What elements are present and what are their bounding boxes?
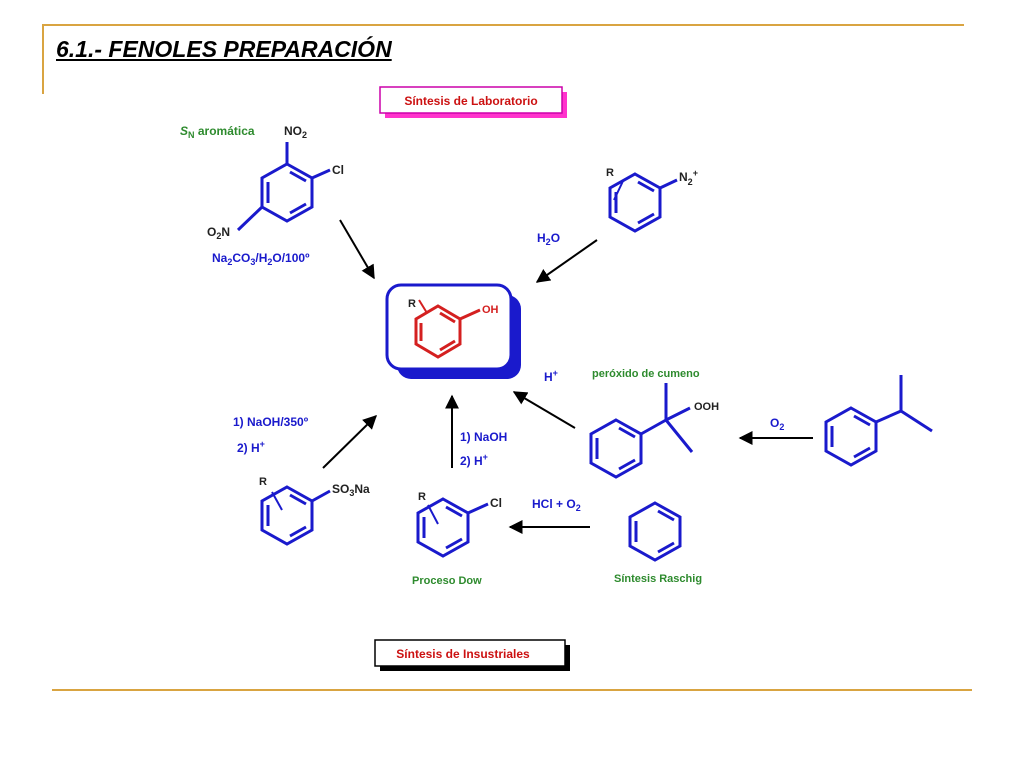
diazonium-route: R N2+ H2O xyxy=(535,167,698,283)
title-frame-left-line xyxy=(42,24,44,94)
snar-route: SN aromática NO2 Cl O2N Na2CO3/H2O/100º xyxy=(180,124,375,280)
dow-r-label: R xyxy=(418,491,426,503)
dow-route: 1) NaOH 2) H+ R Cl Proceso Dow HCl + O2 xyxy=(412,394,590,587)
peroxide-ooh-label: OOH xyxy=(694,401,719,413)
sulfonate-r-label: R xyxy=(259,476,267,488)
raschig-route: Síntesis Raschig xyxy=(614,501,702,585)
cumene-route: H+ peróxido de cumeno OOH O2 xyxy=(512,368,933,479)
lab-synthesis-box: Síntesis de Laboratorio xyxy=(379,86,567,118)
nitro-top-label: NO2 xyxy=(284,124,307,140)
diazonium-arrow xyxy=(535,239,598,283)
diazonium-n2-label: N2+ xyxy=(679,168,698,187)
diazonium-r-label: R xyxy=(606,167,614,179)
title-frame-top-line xyxy=(42,24,964,26)
dow-step1: 1) NaOH xyxy=(460,430,507,444)
snar-arrow xyxy=(339,219,375,280)
snar-title: SN aromática xyxy=(180,124,255,140)
phenol-r-label: R xyxy=(408,298,416,310)
lab-synthesis-label: Síntesis de Laboratorio xyxy=(404,94,537,108)
sulfonate-step2: 2) H+ xyxy=(237,439,265,455)
dow-reagent: HCl + O2 xyxy=(532,497,581,513)
slide-title: 6.1.- FENOLES PREPARACIÓN xyxy=(56,36,392,62)
industrial-synthesis-box: Síntesis de Insustriales xyxy=(374,639,570,671)
footer-line xyxy=(52,689,972,691)
phenol-product: R OH xyxy=(385,283,521,379)
snar-conditions: Na2CO3/H2O/100º xyxy=(212,251,310,267)
peroxide-label: peróxido de cumeno xyxy=(592,368,700,380)
cumene-acid-label: H+ xyxy=(544,368,558,384)
diazonium-reagent: H2O xyxy=(537,231,560,247)
raschig-name: Síntesis Raschig xyxy=(614,573,702,585)
chloro-label: Cl xyxy=(332,163,344,177)
phenol-oh-label: OH xyxy=(482,304,499,316)
dow-chloro-label: Cl xyxy=(490,496,502,510)
sulfonate-route: 1) NaOH/350º 2) H+ R SO3Na xyxy=(233,415,377,546)
cumene-oxygen-label: O2 xyxy=(770,416,784,432)
nitro-bottom-label: O2N xyxy=(207,225,230,241)
sulfonate-arrow xyxy=(322,415,377,469)
sulfonate-group-label: SO3Na xyxy=(332,482,370,498)
dow-step2: 2) H+ xyxy=(460,452,488,468)
industrial-synthesis-label: Síntesis de Insustriales xyxy=(396,647,530,661)
sulfonate-step1: 1) NaOH/350º xyxy=(233,415,309,429)
peroxide-arrow xyxy=(512,391,576,429)
dow-process-name: Proceso Dow xyxy=(412,575,482,587)
